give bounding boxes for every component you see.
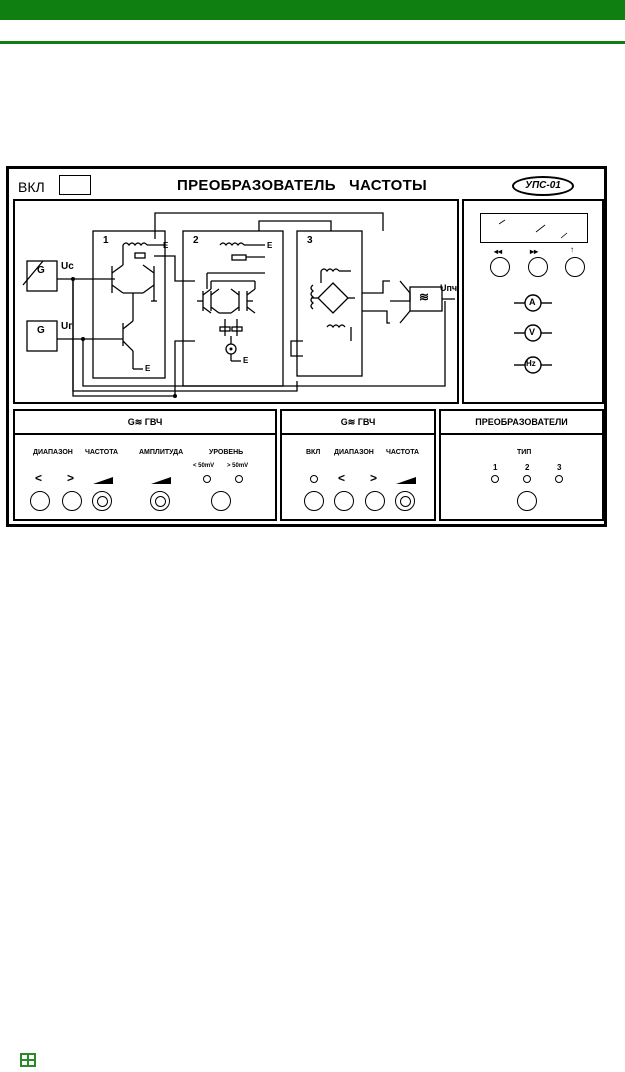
range-up-arrow: > xyxy=(67,471,75,485)
type-3-led xyxy=(555,475,563,483)
power-switch[interactable] xyxy=(59,175,91,195)
heterodyne-input-label: Uг xyxy=(61,321,73,332)
block-3-label: 3 xyxy=(307,235,313,246)
footer-logo-icon xyxy=(20,1053,36,1067)
output-label: Uпч xyxy=(440,283,458,293)
level-button[interactable] xyxy=(211,491,231,511)
rewind-label: ◂◂ xyxy=(494,247,503,256)
type-1-led xyxy=(491,475,499,483)
frequency-label: ЧАСТОТА xyxy=(85,449,119,456)
ammeter-icon: A xyxy=(529,297,536,307)
aux-power-led xyxy=(310,475,318,483)
filter-symbol: ≋ xyxy=(419,290,430,304)
supply-label-4: E xyxy=(267,241,273,250)
up-label: ↑ xyxy=(570,245,574,254)
range-down-button[interactable] xyxy=(30,491,50,511)
top-rule xyxy=(0,41,625,44)
gen-main-frame: G≋ ГВЧ ДИАПАЗОН ЧАСТОТА АМПЛИТУДА УРОВЕН… xyxy=(13,409,277,521)
frequency-meter-icon: Hz xyxy=(526,359,536,368)
converter-type-button[interactable] xyxy=(517,491,537,511)
level-low-label: < 50mV xyxy=(193,463,215,469)
frequency-knob[interactable] xyxy=(92,491,112,511)
aux-power-label: ВКЛ xyxy=(306,449,321,456)
range-label: ДИАПАЗОН xyxy=(33,449,73,456)
amplitude-knob[interactable] xyxy=(150,491,170,511)
meter-symbols xyxy=(514,294,552,374)
block-1-frame xyxy=(92,230,166,379)
forward-button[interactable] xyxy=(528,257,548,277)
model-badge: УПС-01 xyxy=(512,176,574,196)
display-glare-icon xyxy=(498,219,568,239)
power-label: ВКЛ xyxy=(18,179,45,195)
type-1-label: 1 xyxy=(493,463,498,472)
level-high-led xyxy=(235,475,243,483)
aux-range-up-button[interactable] xyxy=(365,491,385,511)
aux-frequency-label: ЧАСТОТА xyxy=(386,449,420,456)
meters-frame: ◂◂ ▸▸ ↑ A V Hz xyxy=(462,199,604,404)
block-2-frame xyxy=(182,230,284,387)
range-down-arrow: < xyxy=(35,471,43,485)
supply-label-1: E xyxy=(145,364,151,373)
gen-aux-divider xyxy=(282,433,434,435)
circuit-diagram xyxy=(22,212,455,398)
range-up-button[interactable] xyxy=(62,491,82,511)
heterodyne-generator-box xyxy=(26,320,58,352)
supply-label-2: E xyxy=(243,356,249,365)
frequency-wedge-icon xyxy=(93,477,113,484)
up-button[interactable] xyxy=(565,257,585,277)
aux-range-down-arrow: < xyxy=(338,471,346,485)
aux-power-button[interactable] xyxy=(304,491,324,511)
forward-label: ▸▸ xyxy=(530,247,539,256)
level-label: УРОВЕНЬ xyxy=(209,449,244,456)
signal-generator-symbol: G xyxy=(37,265,45,276)
type-3-label: 3 xyxy=(557,463,562,472)
gen-main-divider xyxy=(15,433,275,435)
display-window xyxy=(480,213,588,243)
block-3-frame xyxy=(296,230,363,377)
block-2-label: 2 xyxy=(193,235,199,246)
panel-title: ПРЕОБРАЗОВАТЕЛЬ ЧАСТОТЫ xyxy=(177,177,428,194)
level-low-led xyxy=(203,475,211,483)
block-1-label: 1 xyxy=(103,235,109,246)
gen-aux-frame: G≋ ГВЧ ВКЛ ДИАПАЗОН ЧАСТОТА < > xyxy=(280,409,436,521)
voltmeter-icon: V xyxy=(529,327,536,337)
instrument-panel: ВКЛ ПРЕОБРАЗОВАТЕЛЬ ЧАСТОТЫ УПС-01 xyxy=(6,166,607,527)
heterodyne-generator-symbol: G xyxy=(37,325,45,336)
aux-frequency-knob[interactable] xyxy=(395,491,415,511)
converters-divider xyxy=(441,433,602,435)
converter-type-label: ТИП xyxy=(517,449,532,456)
type-2-led xyxy=(523,475,531,483)
gen-main-title: G≋ ГВЧ xyxy=(127,417,163,427)
level-high-label: > 50mV xyxy=(227,463,249,469)
aux-frequency-wedge-icon xyxy=(396,477,416,484)
circuit-frame: 1 2 3 G G Uс Uг Uпч ≋ E E E E xyxy=(13,199,459,404)
aux-range-down-button[interactable] xyxy=(334,491,354,511)
converters-frame: ПРЕОБРАЗОВАТЕЛИ ТИП 1 2 3 xyxy=(439,409,604,521)
type-2-label: 2 xyxy=(525,463,530,472)
gen-aux-title: G≋ ГВЧ xyxy=(340,417,376,427)
signal-input-label: Uс xyxy=(61,261,74,272)
amplitude-label: АМПЛИТУДА xyxy=(139,449,184,456)
supply-label-3: E xyxy=(163,241,169,250)
top-bar xyxy=(0,0,625,20)
rewind-button[interactable] xyxy=(490,257,510,277)
signal-generator-box xyxy=(26,260,58,292)
amplitude-wedge-icon xyxy=(151,477,171,484)
aux-range-up-arrow: > xyxy=(370,471,378,485)
aux-range-label: ДИАПАЗОН xyxy=(334,449,374,456)
converters-title: ПРЕОБРАЗОВАТЕЛИ xyxy=(475,417,568,427)
